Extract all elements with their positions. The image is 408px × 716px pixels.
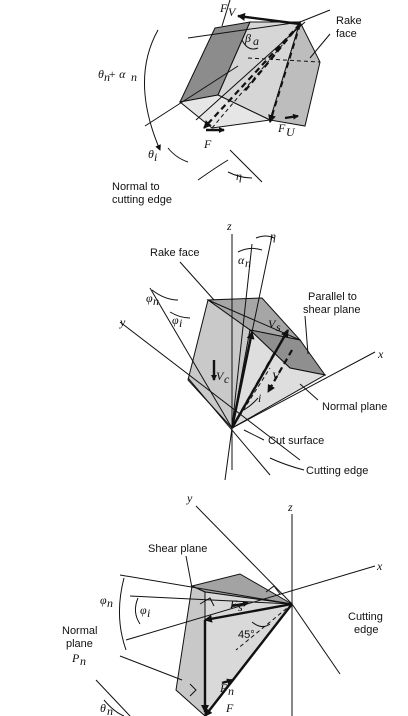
fig-c-shear-plane-label: Shear plane [148, 543, 207, 555]
fig-c-normal-plane-label-1: Normal [62, 625, 97, 637]
fig-a-theta-alpha-label: θ [98, 67, 104, 81]
figure-a-force-components [144, 0, 331, 183]
fig-c-x-axis [125, 565, 376, 641]
fig-a-theta-i-sub: i [154, 150, 157, 164]
fig-b-phi-i-sub: i [179, 316, 182, 330]
fig-b-alpha-n-label: α [238, 253, 245, 267]
fig-a-fv-sub: V [228, 5, 237, 19]
figure-b-velocity-components [119, 234, 376, 481]
fig-c-f-label: F [225, 701, 234, 715]
fig-a-normal-label-1: Normal to [112, 181, 160, 193]
fig-c-phi-i-sub: i [147, 606, 150, 620]
fig-a-beta-sub: a [253, 34, 259, 48]
fig-b-rake-face-label: Rake face [150, 247, 200, 259]
fig-c-cutting-edge-line [291, 603, 341, 675]
fig-c-y-axis [195, 505, 293, 605]
fig-b-alpha-n-sub: n [245, 256, 251, 270]
fig-c-cutting-edge-label-1: Cutting [348, 611, 383, 623]
fig-c-fs-sub: s [238, 600, 243, 614]
fig-b-parallel-label-1: Parallel to [308, 291, 357, 303]
fig-a-theta-i-label: θ [148, 147, 154, 161]
fig-c-cutting-edge-label-2: edge [354, 624, 378, 636]
fig-a-fu-sub: U [286, 125, 296, 139]
fig-c-fn-sub: n [228, 684, 234, 698]
fig-a-theta-alpha-rest: + α [108, 67, 126, 81]
fig-c-y-label: y [186, 491, 193, 505]
fig-b-z-label: z [226, 219, 232, 233]
fig-a-f-label: F [203, 137, 212, 151]
fig-b-i-label: i [258, 391, 261, 405]
fig-c-normal-plane-label-2: plane [66, 638, 93, 650]
fig-b-cut-surface-label: Cut surface [268, 435, 324, 447]
fig-b-x-axis [231, 351, 376, 429]
fig-b-cutting-edge-label: Cutting edge [306, 465, 368, 477]
fig-b-x-label: x [377, 347, 384, 361]
fig-a-rake-label-2: face [336, 28, 357, 40]
fig-a-theta-alpha-sub1: n [104, 70, 110, 84]
fig-a-beta-label: β [244, 31, 251, 45]
fig-c-fn-label: F [219, 681, 228, 695]
fig-c-45deg-label: 45° [238, 629, 255, 641]
figure-c-shear-forces [95, 505, 376, 716]
fig-b-phi-i-label: φ [172, 313, 179, 327]
fig-a-eta-label: η [236, 169, 242, 183]
fig-c-theta-n-label: θ [100, 701, 106, 715]
fig-a-normal-label-2: cutting edge [112, 194, 172, 206]
fig-c-x-label: x [376, 559, 383, 573]
fig-c-phi-n-sub: n [107, 596, 113, 610]
fig-b-phi-n-label: φ [146, 291, 153, 305]
fig-c-pn-sub: n [80, 654, 86, 668]
fig-b-eta-label: η [270, 229, 276, 243]
fig-a-theta-alpha-sub2: n [131, 70, 137, 84]
fig-b-normal-plane-label: Normal plane [322, 401, 387, 413]
fig-c-phi-i-label: φ [140, 603, 147, 617]
fig-b-vc-label: V [216, 369, 225, 383]
fig-b-y-label: y [119, 315, 126, 329]
fig-a-fu-label: F [277, 121, 286, 135]
fig-b-parallel-label-2: shear plane [303, 304, 361, 316]
fig-b-vc-sub: c [224, 372, 230, 386]
fig-a-end-face [269, 20, 321, 127]
fig-b-phi-n-sub: n [153, 294, 159, 308]
fig-c-theta-n-sub: n [107, 704, 113, 716]
fig-c-normal-plane [175, 585, 206, 716]
fig-b-v-label: V [272, 369, 281, 383]
fig-c-fs-label: F [229, 597, 238, 611]
fig-b-vs-label: V [268, 317, 277, 331]
fig-a-fv-label: F [219, 1, 228, 15]
fig-c-z-label: z [287, 500, 293, 514]
fig-c-pn-label: P [71, 651, 80, 665]
fig-c-phi-n-label: φ [100, 593, 107, 607]
fig-a-rake-label-1: Rake [336, 15, 362, 27]
fig-b-vs-sub: s [276, 320, 281, 334]
